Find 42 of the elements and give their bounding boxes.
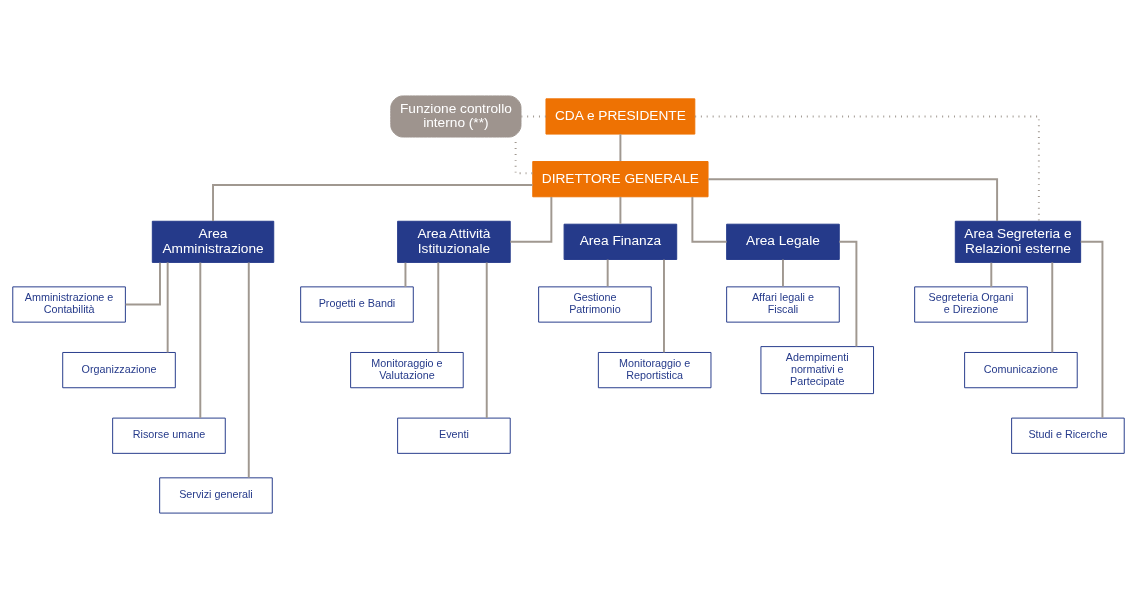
node-box: Adempimenti normativi e Partecipate [760,346,875,395]
node-box: Area Legale [726,223,840,260]
node-box: Eventi [397,417,511,454]
connector [212,184,534,222]
node-box: Risorse umane [112,417,226,454]
connector [509,195,553,243]
connector [694,115,1040,223]
connector [619,133,622,163]
node-box: Progetti e Bandi [300,286,414,323]
node-box: Amministrazione e Contabilità [12,286,126,323]
connector [707,178,999,222]
node-box: Segreteria Organi e Direzione [914,286,1028,323]
connector [619,195,622,225]
node-box: CDA e PRESIDENTE [545,98,696,135]
node-box: Area Attività Istituzionale [397,220,511,263]
node-box: Funzione controllo interno (**) [390,95,522,138]
connector [663,258,665,354]
connector [1079,240,1104,419]
connector [199,261,202,419]
node-box: Gestione Patrimonio [538,286,652,323]
node-box: Monitoraggio e Valutazione [350,352,464,389]
connector [606,258,609,288]
node-box: Organizzazione [62,352,176,389]
connector [782,258,784,288]
node-box: DIRETTORE GENERALE [532,161,709,198]
node-box: Area Segreteria e Relazioni esterne [954,220,1082,263]
node-box: Studi e Ricerche [1011,417,1125,454]
connector [404,261,407,288]
connector [691,195,728,243]
node-box: Comunicazione [964,352,1078,389]
connector [485,261,488,419]
node-box: Area Finanza [563,223,678,260]
node-box: Servizi generali [159,477,273,514]
connector [124,261,161,306]
connector [166,261,169,354]
node-box: Area Amministrazione [151,220,275,263]
connector [1051,261,1054,354]
node-box: Affari legali e Fiscali [726,286,840,323]
connector [990,261,993,288]
connector [437,261,440,354]
node-box: Monitoraggio e Reportistica [597,352,712,389]
connector [247,261,250,479]
